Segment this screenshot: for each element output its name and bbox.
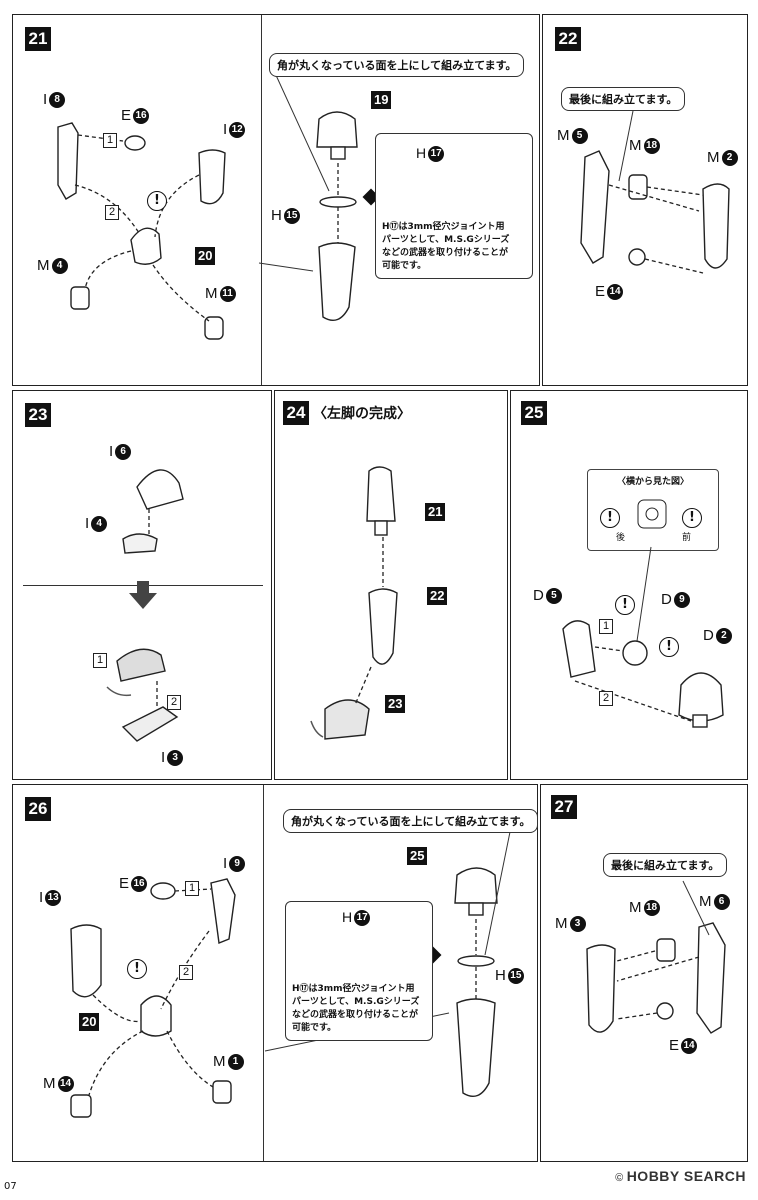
down-arrow-stem xyxy=(137,581,149,593)
panel-divider xyxy=(263,785,264,1161)
note-rounded-face: 角が丸くなっている面を上にして組み立てます。 xyxy=(283,809,539,833)
order-box-2: 2 xyxy=(167,695,181,710)
ref-21: 21 xyxy=(425,503,446,521)
step-number: 24 xyxy=(283,401,309,425)
step-22-illustration xyxy=(580,110,730,274)
side-view-illustration xyxy=(637,499,667,529)
step-21-panel: 21 xyxy=(12,14,540,386)
order-box-2: 2 xyxy=(179,965,193,980)
step-26-illustration xyxy=(70,826,512,1118)
order-box-1: 1 xyxy=(103,133,117,148)
h17-note-text: H⑰は3mm径穴ジョイント用 パーツとして、M.S.Gシリーズ などの武器を取り… xyxy=(292,984,420,1033)
step-23-illustration xyxy=(106,469,184,742)
down-arrow-icon xyxy=(129,593,157,609)
side-view-box: 〈横から見た図〉 ! ! 後 前 xyxy=(587,469,719,551)
step-27-illustration xyxy=(586,880,726,1034)
page-number: 07 xyxy=(4,1181,17,1192)
h17-note-text: H⑰は3mm径穴ジョイント用 パーツとして、M.S.Gシリーズ などの武器を取り… xyxy=(382,222,510,271)
ref-23: 23 xyxy=(385,695,406,713)
caution-icon: ! xyxy=(147,191,167,211)
front-label: 前 xyxy=(682,533,692,543)
step-25-illustration xyxy=(562,546,724,728)
step-24-illustration xyxy=(310,466,398,740)
step-26-panel: 26 角が丸くなっている面を xyxy=(12,784,539,1162)
caution-icon: ! xyxy=(615,595,635,615)
step-subtitle: 〈左脚の完成〉 xyxy=(313,406,411,422)
watermark-text: HOBBY SEARCH xyxy=(626,1168,746,1184)
order-box-1: 1 xyxy=(93,653,107,668)
step-number: 27 xyxy=(551,795,577,819)
order-box-2: 2 xyxy=(599,691,613,706)
back-label: 後 xyxy=(616,533,626,543)
ref-20: 20 xyxy=(79,1013,100,1031)
watermark: ©HOBBY SEARCH xyxy=(615,1168,746,1184)
note-assemble-last: 最後に組み立てます。 xyxy=(561,87,686,111)
step-24-panel: 24 〈左脚の完成〉 21 22 23 xyxy=(274,390,508,780)
order-box-1: 1 xyxy=(599,619,613,634)
ref-22: 22 xyxy=(427,587,448,605)
note-assemble-last: 最後に組み立てます。 xyxy=(603,853,728,877)
step-number: 21 xyxy=(25,27,51,51)
step-21-illustration xyxy=(57,72,473,340)
panel-divider xyxy=(261,15,262,385)
caution-icon: ! xyxy=(127,959,147,979)
step-number: 23 xyxy=(25,403,51,427)
step-number: 25 xyxy=(521,401,547,425)
ref-25: 25 xyxy=(407,847,428,865)
caution-icon: ! xyxy=(600,508,620,528)
step-number: 26 xyxy=(25,797,51,821)
step-number: 22 xyxy=(555,27,581,51)
order-box-1: 1 xyxy=(185,881,199,896)
ref-19: 19 xyxy=(371,91,392,109)
order-box-2: 2 xyxy=(105,205,119,220)
side-view-title: 〈横から見た図〉 xyxy=(616,477,689,487)
note-rounded-face: 角が丸くなっている面を上にして組み立てます。 xyxy=(269,53,525,77)
caution-icon: ! xyxy=(682,508,702,528)
copyright-mark: © xyxy=(615,1172,624,1184)
ref-20: 20 xyxy=(195,247,216,265)
caution-icon: ! xyxy=(659,637,679,657)
